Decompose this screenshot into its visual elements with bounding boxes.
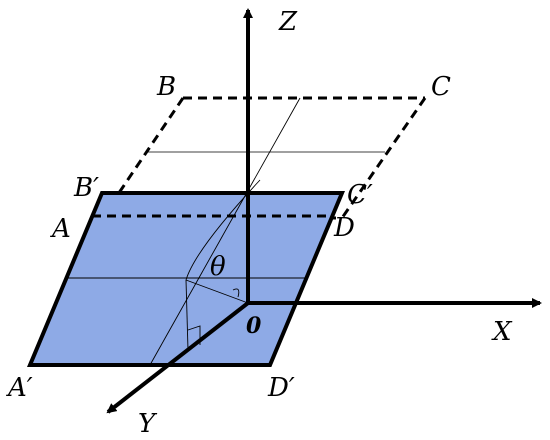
y-axis-label: Y	[138, 409, 158, 439]
point-label-C-prime: C′	[347, 180, 373, 210]
point-label-A: A	[50, 214, 71, 244]
origin-label: 0	[246, 313, 262, 339]
y-axis	[106, 301, 250, 414]
angle-theta-label: θ	[210, 252, 226, 282]
point-label-C: C	[431, 72, 451, 102]
point-label-B-prime: B′	[73, 173, 99, 203]
x-axis-label: X	[491, 317, 513, 347]
point-label-D: D	[333, 213, 355, 243]
z-axis-label: Z	[278, 7, 298, 37]
point-label-D-prime: D′	[267, 373, 295, 403]
point-label-B: B	[156, 72, 176, 102]
point-label-A-prime: A′	[6, 373, 33, 403]
